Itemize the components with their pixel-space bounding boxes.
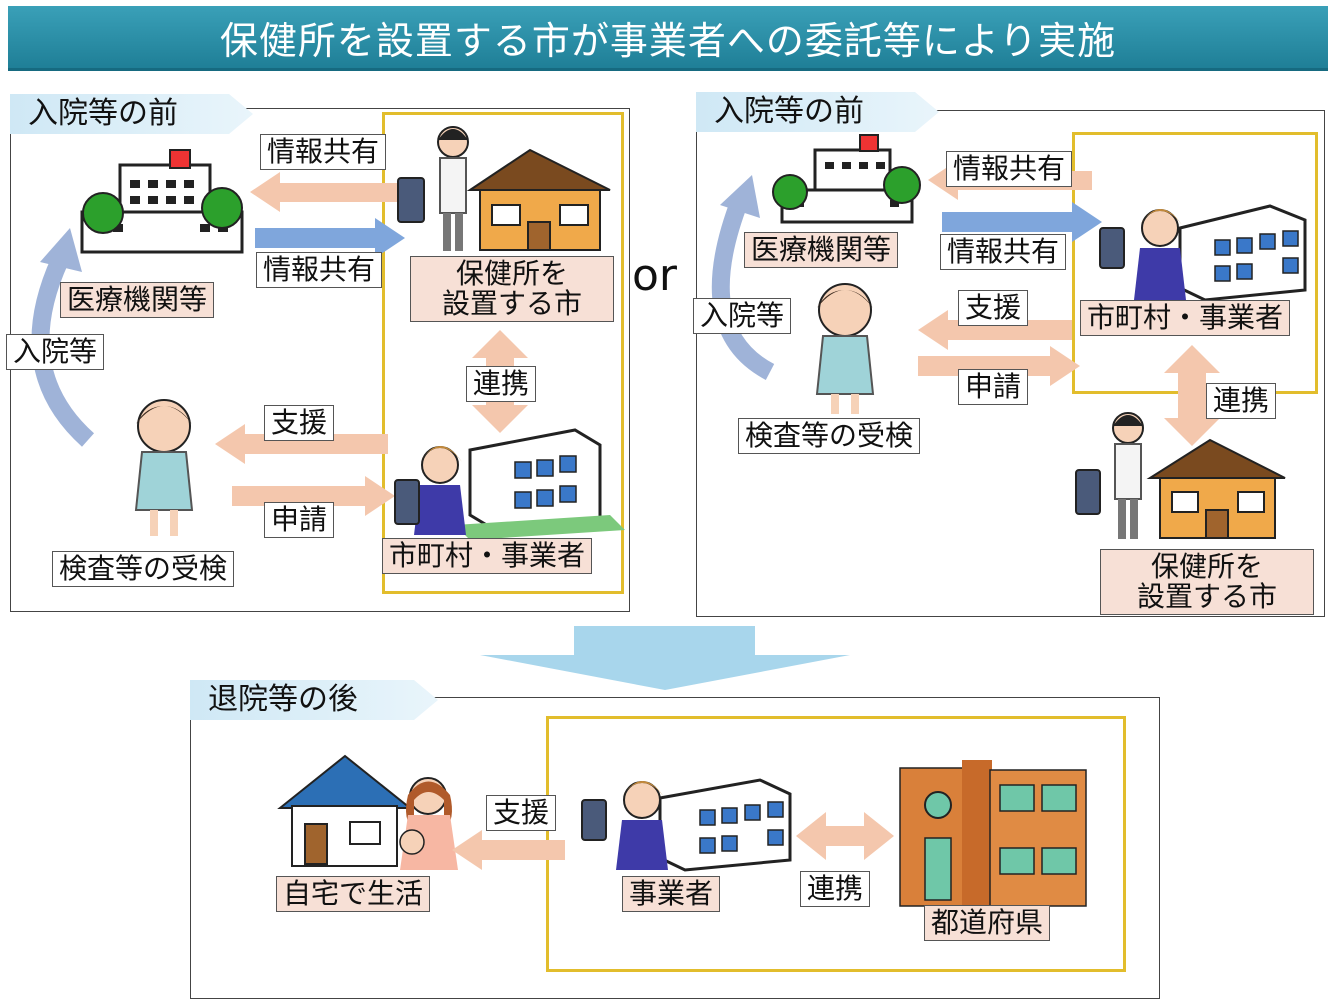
municipal-building-icon <box>394 428 625 540</box>
or-text: or <box>632 250 678 301</box>
right-support-label: 支援 <box>958 290 1029 326</box>
left-city-frame <box>382 112 624 594</box>
right-renkei-label: 連携 <box>1206 383 1277 419</box>
left-renkei-label: 連携 <box>466 366 537 402</box>
support-arrow <box>452 830 565 870</box>
right-city-label: 保健所を 設置する市 <box>1100 549 1314 615</box>
right-admission-label: 入院等 <box>693 298 792 334</box>
municipal-building-icon <box>1099 204 1307 302</box>
bottom-home-label: 自宅で生活 <box>276 876 431 912</box>
health-center-house-icon <box>1146 438 1286 539</box>
renkei-arrow <box>796 812 894 860</box>
renkei-arrow <box>1164 345 1220 446</box>
page-title: 保健所を設置する市が事業者への委託等により実施 <box>219 18 1117 63</box>
right-info-share-bottom-label: 情報共有 <box>940 234 1067 270</box>
mother-baby-icon <box>399 777 458 870</box>
support-arrow <box>215 424 388 464</box>
bottom-panel-tag: 退院等の後 <box>190 680 438 720</box>
operator-building-icon <box>581 778 792 872</box>
right-exam-label: 検査等の受検 <box>738 418 921 454</box>
flow-down-arrow <box>480 626 850 690</box>
left-city-label-line1: 保健所を <box>455 257 568 290</box>
home-icon <box>277 754 413 867</box>
info-arrow-right <box>255 218 405 258</box>
info-arrow-left <box>250 172 400 212</box>
bottom-support-label: 支援 <box>486 795 557 831</box>
right-city-label-line2: 設置する市 <box>1136 580 1277 613</box>
right-info-share-top-label: 情報共有 <box>946 151 1073 187</box>
staff-person-icon <box>1075 412 1144 539</box>
right-hospital-label: 医療機関等 <box>744 232 899 268</box>
left-support-label: 支援 <box>264 405 335 441</box>
left-info-share-top-label: 情報共有 <box>260 134 387 170</box>
bottom-prefecture-label: 都道府県 <box>924 905 1051 941</box>
left-municipality-label: 市町村・事業者 <box>382 538 593 574</box>
left-panel-tag: 入院等の前 <box>10 94 253 134</box>
staff-person-icon <box>397 126 469 251</box>
left-city-label-line2: 設置する市 <box>441 287 582 320</box>
left-exam-label: 検査等の受検 <box>52 551 235 587</box>
right-panel-tag: 入院等の前 <box>696 92 939 132</box>
left-apply-label: 申請 <box>264 502 335 538</box>
info-arrow-right <box>942 202 1102 242</box>
left-info-share-bottom-label: 情報共有 <box>256 252 383 288</box>
right-municipality-label: 市町村・事業者 <box>1080 300 1291 336</box>
left-city-label: 保健所を 設置する市 <box>410 256 614 322</box>
hospital-icon <box>772 134 921 224</box>
title-bar: 保健所を設置する市が事業者への委託等により実施 <box>8 6 1328 71</box>
patient-icon <box>815 283 875 414</box>
patient-icon <box>134 399 194 536</box>
support-arrow <box>918 310 1072 350</box>
bottom-operator-label: 事業者 <box>622 876 721 912</box>
right-apply-label: 申請 <box>958 369 1029 405</box>
health-center-house-icon <box>466 148 611 251</box>
left-hospital-label: 医療機関等 <box>60 282 215 318</box>
bottom-renkei-label: 連携 <box>800 871 871 907</box>
left-admission-label: 入院等 <box>6 334 105 370</box>
prefecture-building-icon <box>899 760 1087 907</box>
right-city-label-line1: 保健所を <box>1150 550 1263 583</box>
hospital-icon <box>80 149 244 254</box>
